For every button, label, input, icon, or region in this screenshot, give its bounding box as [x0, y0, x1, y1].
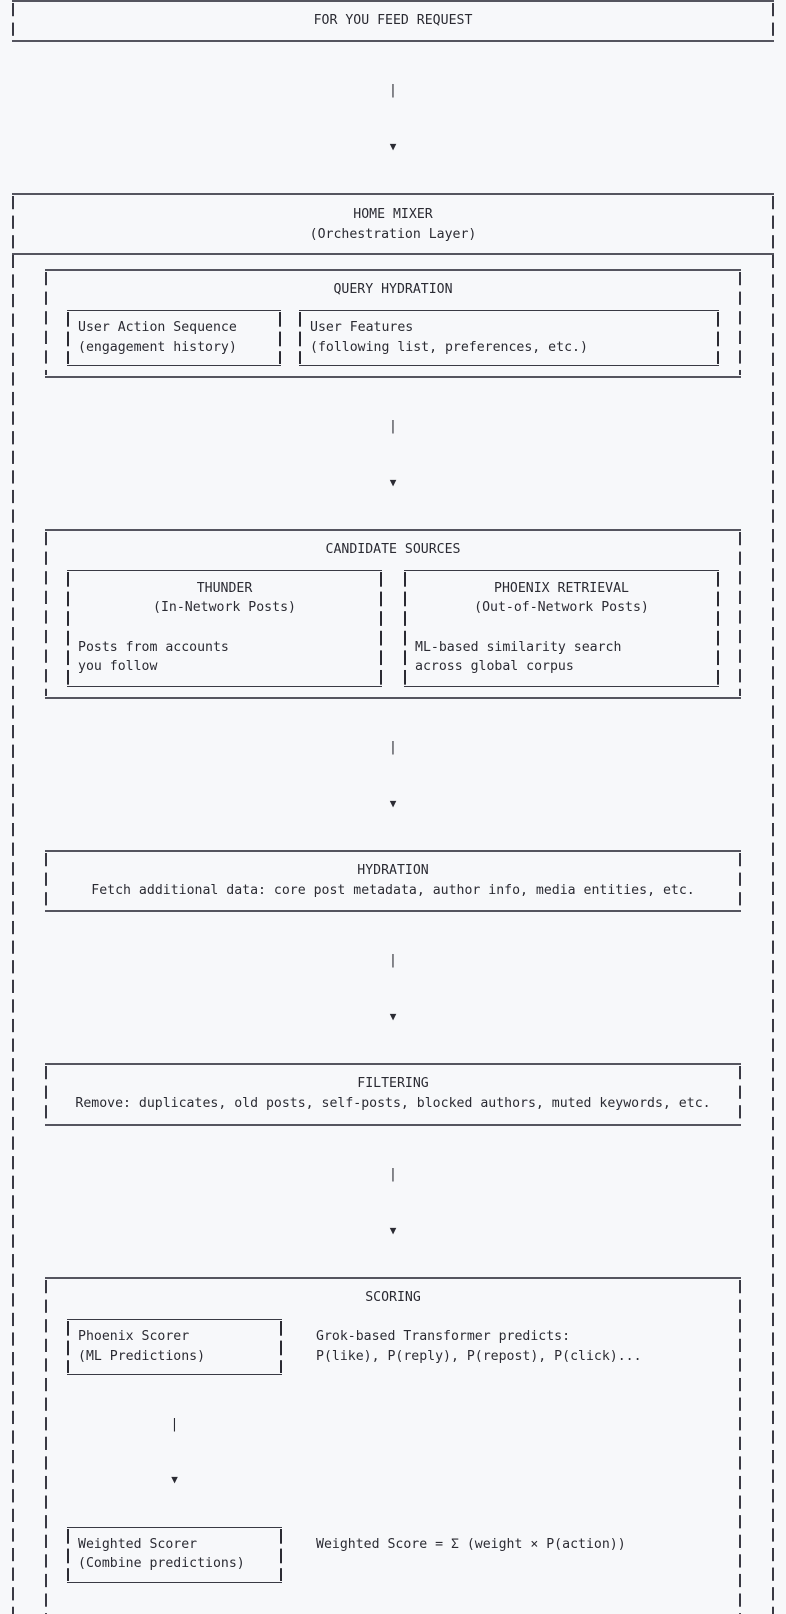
home-mixer-node: HOME MIXER (Orchestration Layer) QUERY H…: [12, 193, 774, 1614]
user-action-sequence-subtitle: (engagement history): [78, 339, 237, 355]
thunder-subtitle: (In-Network Posts): [153, 600, 296, 616]
phoenix-scorer-subtitle: (ML Predictions): [78, 1348, 206, 1364]
entry-node: FOR YOU FEED REQUEST: [12, 0, 774, 42]
phoenix-scorer-description: Grok-based Transformer predicts: P(like)…: [316, 1319, 642, 1366]
connector-bar: |: [389, 1166, 397, 1182]
arrow-down-icon: ▼: [389, 139, 397, 153]
connector-filtering-to-scoring: | ▼: [45, 1126, 741, 1277]
candidate-sources-columns: THUNDER (In-Network Posts) Posts from ac…: [45, 569, 741, 687]
phoenix-retrieval-gap: [415, 618, 708, 638]
connector-hydration-to-filtering: | ▼: [45, 912, 741, 1063]
user-action-sequence-box: User Action Sequence (engagement history…: [67, 309, 281, 367]
thunder-body-line2: you follow: [78, 659, 158, 675]
user-action-sequence-title: User Action Sequence: [78, 319, 237, 335]
connector-bar: |: [389, 419, 397, 435]
scoring-title: SCORING: [365, 1289, 421, 1305]
connector-phoenix-to-weighted: | ▼: [67, 1375, 282, 1526]
thunder-body-line1: Posts from accounts: [78, 639, 229, 655]
entry-node-label: FOR YOU FEED REQUEST: [313, 13, 473, 29]
hydration-title: HYDRATION: [357, 863, 429, 878]
connector-entry-to-mixer: | ▼: [0, 42, 786, 193]
filtering-node: FILTERING Remove: duplicates, old posts,…: [45, 1063, 741, 1126]
weighted-scorer-box: Weighted Scorer (Combine predictions): [67, 1526, 282, 1583]
weighted-scorer-description: Weighted Score = Σ (weight × P(action)): [316, 1527, 626, 1555]
phoenix-scorer-title: Phoenix Scorer: [78, 1329, 190, 1345]
thunder-title: THUNDER: [196, 580, 253, 596]
query-hydration-node: QUERY HYDRATION User Action Sequence (en…: [45, 269, 741, 379]
arrow-down-icon: ▼: [389, 796, 397, 810]
phoenix-scorer-box: Phoenix Scorer (ML Predictions): [67, 1319, 282, 1376]
connector-bar: |: [170, 1416, 179, 1432]
arrow-down-icon: ▼: [389, 476, 397, 490]
connector-weighted-to-diversity-row: | ▼: [45, 1583, 741, 1614]
arrow-down-icon: ▼: [171, 1473, 178, 1487]
query-hydration-columns: User Action Sequence (engagement history…: [45, 309, 741, 367]
arrow-down-icon: ▼: [389, 1010, 397, 1024]
weighted-scorer-title: Weighted Scorer: [78, 1536, 198, 1552]
connector-bar: |: [389, 740, 397, 756]
hydration-body: Fetch additional data: core post metadat…: [91, 882, 695, 898]
connector-bar: |: [389, 953, 397, 969]
user-features-subtitle: (following list, preferences, etc.): [310, 339, 588, 355]
connector-queryhydration-to-candidates: | ▼: [45, 378, 741, 529]
query-hydration-title: QUERY HYDRATION: [333, 282, 453, 298]
home-mixer-title: HOME MIXER: [353, 207, 433, 223]
scoring-step-phoenix: Phoenix Scorer (ML Predictions) Grok-bas…: [45, 1319, 741, 1376]
candidate-sources-title: CANDIDATE SOURCES: [325, 542, 461, 558]
weighted-scorer-desc-line1: Weighted Score = Σ (weight × P(action)): [316, 1536, 626, 1552]
entry-node-wrapper: FOR YOU FEED REQUEST: [12, 0, 774, 42]
home-mixer-body: QUERY HYDRATION User Action Sequence (en…: [12, 255, 774, 1614]
phoenix-scorer-desc-line2: P(like), P(reply), P(repost), P(click)..…: [316, 1348, 642, 1364]
phoenix-retrieval-box: PHOENIX RETRIEVAL (Out-of-Network Posts)…: [404, 569, 719, 687]
connector-bar: |: [389, 83, 397, 99]
candidate-sources-node: CANDIDATE SOURCES THUNDER (In-Network Po…: [45, 529, 741, 699]
home-mixer-wrapper: HOME MIXER (Orchestration Layer) QUERY H…: [12, 193, 774, 1614]
connector-phoenix-to-weighted-row: | ▼: [45, 1375, 741, 1526]
scoring-node: SCORING Phoenix Scorer (ML Predictions) …: [45, 1276, 741, 1614]
phoenix-retrieval-title: PHOENIX RETRIEVAL: [494, 580, 629, 596]
user-features-box: User Features (following list, preferenc…: [299, 309, 719, 367]
filtering-title: FILTERING: [357, 1076, 429, 1092]
arrow-down-icon: ▼: [389, 1223, 397, 1237]
home-mixer-header: HOME MIXER (Orchestration Layer): [12, 195, 774, 256]
phoenix-retrieval-body-line1: ML-based similarity search: [415, 639, 622, 655]
connector-weighted-to-diversity: | ▼: [67, 1583, 282, 1614]
hydration-node: HYDRATION Fetch additional data: core po…: [45, 850, 741, 913]
phoenix-retrieval-subtitle: (Out-of-Network Posts): [474, 600, 649, 616]
home-mixer-subtitle: (Orchestration Layer): [309, 226, 477, 242]
thunder-box: THUNDER (In-Network Posts) Posts from ac…: [67, 569, 382, 687]
weighted-scorer-subtitle: (Combine predictions): [78, 1556, 245, 1572]
phoenix-scorer-desc-line1: Grok-based Transformer predicts:: [316, 1329, 571, 1345]
user-features-title: User Features: [310, 319, 414, 335]
thunder-gap: [78, 618, 371, 638]
filtering-body: Remove: duplicates, old posts, self-post…: [75, 1095, 711, 1111]
connector-candidates-to-hydration: | ▼: [45, 699, 741, 850]
phoenix-retrieval-body-line2: across global corpus: [415, 659, 574, 675]
scoring-step-weighted: Weighted Scorer (Combine predictions) We…: [45, 1526, 741, 1583]
